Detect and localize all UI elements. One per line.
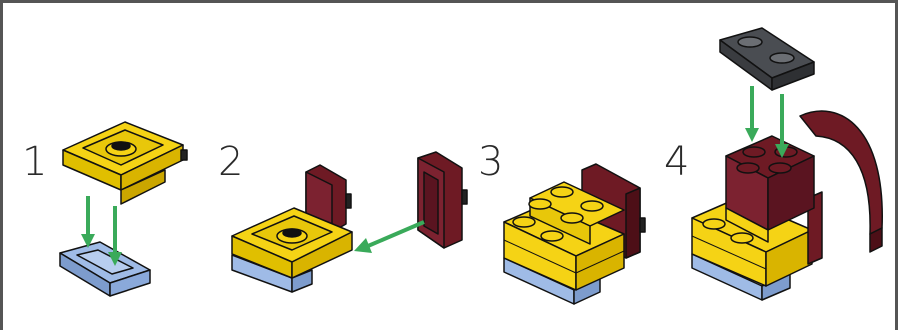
maroon-tile-attached [305,164,352,233]
gray-plate [719,27,815,91]
blue-tile [59,241,151,297]
step-2-illustration [231,151,468,293]
step-1-illustration [59,121,188,297]
step-number-1: 1 [22,139,48,185]
step-4-illustration [691,27,883,301]
maroon-arch [799,110,883,253]
step-number-4: 4 [664,139,690,185]
arrow-down-icon [745,86,789,158]
maroon-tile-loose [417,151,468,249]
studs [512,186,604,242]
step-3-illustration [503,163,646,305]
yellow-plate-with-stud [62,121,188,205]
step-number-3: 3 [478,139,504,185]
arrow-down-icon [81,196,122,266]
blue-base [503,257,601,305]
yellow-studs [702,218,754,244]
step-number-2: 2 [218,139,244,185]
yellow-plate [231,207,353,279]
arrow-left-icon [354,220,425,253]
